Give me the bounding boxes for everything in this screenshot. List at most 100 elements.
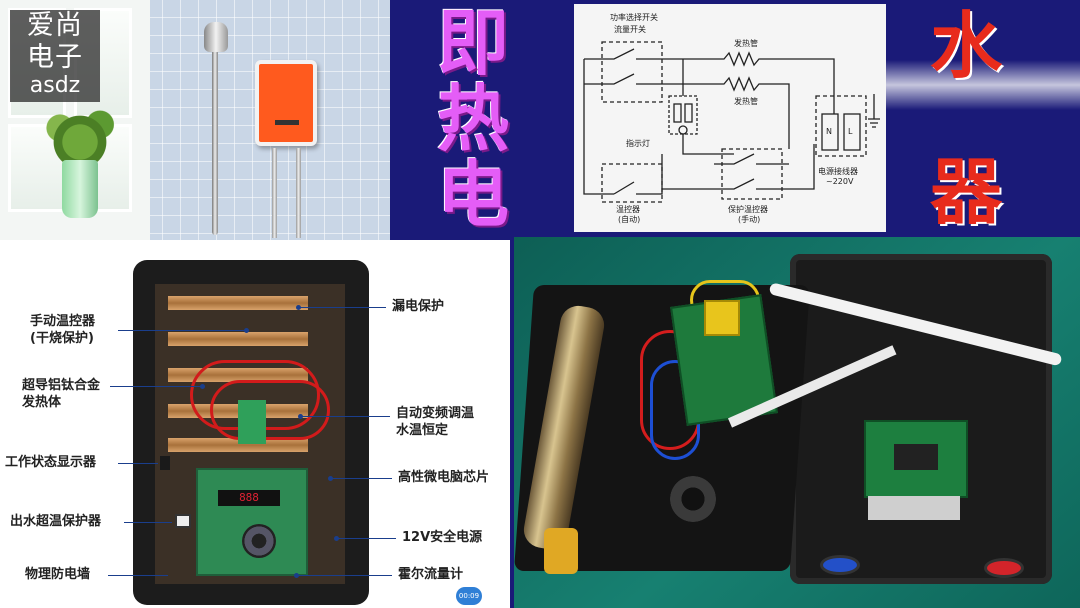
protect-switch-1 xyxy=(714,153,789,165)
label-thermostat-1: 温控器 xyxy=(616,204,640,214)
label-terminal-1: 电源接线器 xyxy=(818,166,858,176)
label-indicator: 指示灯 xyxy=(626,138,650,148)
leader-dot xyxy=(334,536,339,541)
leader-dot xyxy=(244,328,249,333)
leader-line xyxy=(336,538,396,539)
heater-pipe xyxy=(272,148,277,238)
label-thermostat-2: (自动) xyxy=(618,214,640,224)
title-char: 水 xyxy=(930,4,1003,88)
leader-line xyxy=(110,386,202,387)
heating-element-bar xyxy=(168,332,308,346)
leader-dot xyxy=(296,305,301,310)
flow-meter xyxy=(670,476,716,522)
label-manual-thermostat: 手动温控器 (干烧保护) xyxy=(30,313,95,347)
leader-dot xyxy=(298,414,303,419)
label-text: (干烧保护) xyxy=(30,331,94,346)
label-heater-bottom: 发热管 xyxy=(734,96,758,106)
title-char: 电 xyxy=(437,153,510,237)
label-heating-element: 超导铝钛合金 发热体 xyxy=(22,377,100,411)
heating-element-bar xyxy=(168,438,308,452)
indicator-lamp xyxy=(678,125,688,135)
channel-logo: 爱尚 电子 asdz xyxy=(10,10,100,102)
status-display-digits: 888 xyxy=(218,490,280,506)
heater-top-resistor xyxy=(662,51,835,114)
label-leakage-protection: 漏电保护 xyxy=(392,299,445,314)
label-micro-chip: 高性微电脑芯片 xyxy=(398,470,490,485)
board-component xyxy=(242,524,276,558)
light-streak xyxy=(885,60,1080,110)
switch-2 xyxy=(584,73,662,85)
terminal-n xyxy=(821,113,839,151)
heater-bottom-resistor xyxy=(662,76,790,149)
logo-line-1: 爱尚 xyxy=(27,10,83,41)
label-hall-flowmeter: 霍尔流量计 xyxy=(398,567,464,582)
label-text: 手动温控器 xyxy=(30,314,96,329)
display-board xyxy=(864,420,968,498)
red-wire xyxy=(210,380,330,440)
label-safe-power: 12V安全电源 xyxy=(402,530,483,545)
heating-element-bar xyxy=(168,296,308,310)
label-text: 超导铝钛合金 xyxy=(22,378,101,393)
protect-switch-2 xyxy=(662,144,815,190)
marker-clip xyxy=(160,456,170,470)
title-char: 即 xyxy=(437,1,510,85)
logo-line-2: 电子 xyxy=(27,42,83,73)
hot-water-port xyxy=(984,558,1024,578)
leader-line xyxy=(300,416,390,417)
leader-line xyxy=(298,307,386,308)
title-char: 器 xyxy=(930,150,1003,234)
heating-tube-cap xyxy=(544,528,578,574)
heater-display-slot xyxy=(275,120,299,125)
shower-pipe xyxy=(212,30,218,235)
label-protect-1: 保护温控器 xyxy=(728,204,768,214)
label-text: 发热体 xyxy=(22,395,62,410)
wire-left xyxy=(583,59,614,195)
circuit-svg: 功率选择开关 流量开关 发热管 发热管 指示灯 温控器 (自动) 保护温控器 (… xyxy=(583,12,880,224)
label-status-display: 工作状态显示器 xyxy=(5,455,97,470)
label-text: 自动变频调温 xyxy=(396,406,475,421)
cold-water-port xyxy=(820,555,860,575)
plant-vase xyxy=(62,160,98,218)
switch-box xyxy=(601,41,663,103)
circuit-diagram: 功率选择开关 流量开关 发热管 发热管 指示灯 温控器 (自动) 保护温控器 (… xyxy=(574,4,886,232)
labeled-internals-photo: 888 手动温控器 (干烧保护) 超导铝钛合金 发热体 工作状态显示器 出水超温… xyxy=(0,240,510,608)
plant-leaves xyxy=(40,100,120,170)
label-switch-2: 流量开关 xyxy=(614,24,646,34)
label-switch-1: 功率选择开关 xyxy=(610,12,658,22)
marker-sensor xyxy=(175,514,191,528)
label-overtemp-protector: 出水超温保护器 xyxy=(10,514,102,529)
instant-water-heater xyxy=(255,60,317,146)
logo-line-3: asdz xyxy=(29,73,81,98)
timer-badge: 00:09 xyxy=(456,587,482,605)
leader-dot xyxy=(294,573,299,578)
title-left: 即 热 电 xyxy=(437,5,537,233)
leader-dot xyxy=(200,384,205,389)
ground-symbol xyxy=(868,94,880,128)
label-auto-inverter: 自动变频调温 水温恒定 xyxy=(396,405,474,439)
label-terminal-2: ~220V xyxy=(826,177,854,186)
transformer xyxy=(704,300,740,336)
thermostat-switch xyxy=(613,154,663,195)
indicator-resistor xyxy=(673,103,682,123)
leader-dot xyxy=(328,476,333,481)
leader-line xyxy=(108,575,168,576)
label-protect-2: (手动) xyxy=(738,214,760,224)
label-heater-top: 发热管 xyxy=(734,38,758,48)
protect-box xyxy=(721,148,783,200)
title-char: 热 xyxy=(437,77,510,161)
terminal-l xyxy=(843,113,861,151)
display-chip xyxy=(894,444,938,470)
display-board: 888 xyxy=(196,468,308,576)
control-board-small xyxy=(238,400,266,444)
indicator-resistor xyxy=(684,103,693,123)
leader-line xyxy=(124,522,172,523)
label-l: L xyxy=(848,127,853,136)
switch-1 xyxy=(584,48,662,60)
terminal-box xyxy=(815,95,867,157)
shower-head xyxy=(204,22,228,52)
water-heater-installation-photo: 爱尚 电子 asdz xyxy=(0,0,390,240)
leader-line xyxy=(296,575,392,576)
label-text: 水温恒定 xyxy=(396,423,449,438)
indicator-wires xyxy=(682,59,734,155)
indicator-box xyxy=(668,95,698,135)
